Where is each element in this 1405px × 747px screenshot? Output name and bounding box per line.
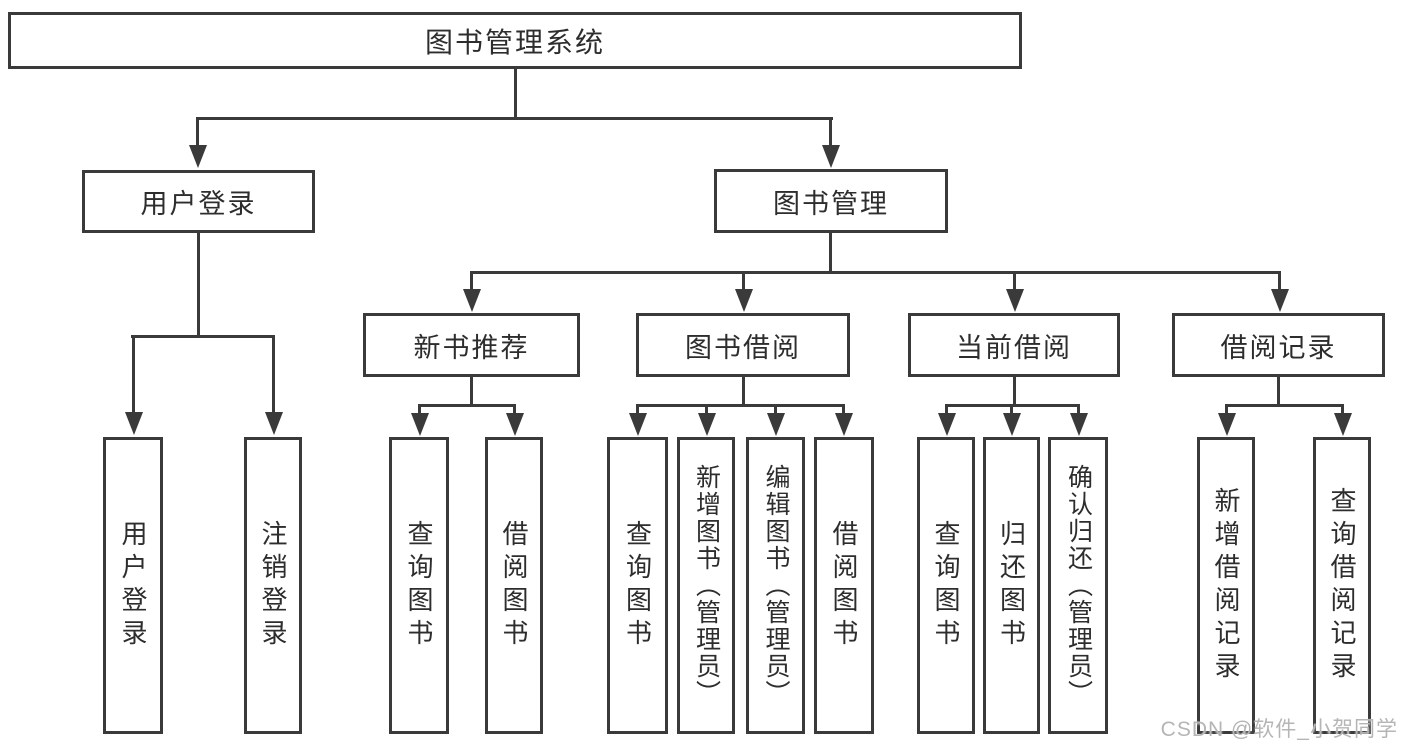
leaf-records-add: 新增借阅记录 (1197, 437, 1255, 734)
node-root: 图书管理系统 (8, 12, 1022, 69)
arrow-down-icon (1225, 404, 1228, 414)
arrow-down-icon (636, 404, 639, 414)
leaf-logout: 注销登录 (244, 437, 302, 734)
leaf-current-confirm-admin: 确认归还（管理员） (1048, 437, 1108, 734)
leaf-current-return: 归还图书 (983, 437, 1040, 734)
connector-line (1277, 376, 1280, 407)
node-label: 用户登录 (118, 519, 148, 652)
leaf-borrow-query: 查询图书 (607, 437, 668, 734)
connector-line (514, 66, 517, 120)
connector-line (470, 376, 473, 407)
node-label: 新增图书（管理员） (692, 464, 721, 707)
leaf-borrow-edit-admin: 编辑图书（管理员） (746, 437, 805, 734)
node-label: 借阅记录 (1220, 332, 1337, 363)
arrow-down-icon (272, 335, 275, 413)
arrow-down-icon (132, 335, 135, 413)
arrow-down-icon (196, 117, 199, 146)
node-label: 当前借阅 (956, 332, 1072, 363)
node-label: 用户登录 (140, 189, 257, 219)
arrow-down-icon (1013, 271, 1016, 290)
leaf-newbooks-query: 查询图书 (389, 437, 449, 734)
leaf-current-query: 查询图书 (917, 437, 975, 734)
arrow-down-icon (705, 404, 708, 414)
connector-line (829, 231, 832, 274)
arrow-down-icon (842, 404, 845, 414)
leaf-newbooks-borrow: 借阅图书 (485, 437, 543, 734)
node-book-management: 图书管理 (714, 169, 948, 233)
arrow-down-icon (1077, 404, 1080, 414)
arrow-down-icon (1278, 271, 1281, 290)
node-label: 图书借阅 (685, 332, 801, 363)
arrow-down-icon (829, 117, 832, 146)
connector-line (418, 404, 516, 407)
node-book-borrow: 图书借阅 (636, 313, 850, 377)
leaf-user-login: 用户登录 (103, 437, 163, 734)
node-label: 确认归还（管理员） (1064, 464, 1093, 707)
node-label: 注销登录 (258, 519, 288, 652)
node-label: 借阅图书 (829, 519, 859, 652)
leaf-borrow-borrow: 借阅图书 (814, 437, 874, 734)
csdn-watermark: CSDN @软件_小贺同学 (1160, 718, 1398, 741)
arrow-down-icon (418, 404, 421, 414)
leaf-records-query: 查询借阅记录 (1313, 437, 1371, 734)
node-label: 图书管理 (773, 188, 889, 219)
node-label: 查询借阅记录 (1327, 486, 1357, 685)
node-borrow-records: 借阅记录 (1172, 313, 1385, 377)
connector-line (1225, 404, 1344, 407)
arrow-down-icon (513, 404, 516, 414)
node-label: 查询图书 (931, 519, 961, 652)
connector-line (197, 117, 833, 120)
arrow-down-icon (1341, 404, 1344, 414)
node-label: 借阅图书 (499, 519, 529, 652)
arrow-down-icon (1010, 404, 1013, 414)
node-label: 归还图书 (996, 519, 1027, 652)
connector-line (131, 335, 275, 338)
arrow-down-icon (945, 404, 948, 414)
connector-line (470, 271, 1281, 274)
connector-line (636, 404, 844, 407)
leaf-borrow-add-admin: 新增图书（管理员） (677, 437, 735, 734)
connector-line (197, 231, 200, 337)
node-label: 编辑图书（管理员） (762, 464, 790, 707)
node-new-book-recommend: 新书推荐 (363, 313, 580, 377)
node-label: 新增借阅记录 (1211, 486, 1241, 685)
node-label: 查询图书 (622, 519, 653, 652)
node-label: 新书推荐 (413, 332, 530, 363)
arrow-down-icon (742, 271, 745, 290)
connector-line (1013, 376, 1016, 407)
node-current-borrow: 当前借阅 (908, 313, 1120, 377)
node-label: 图书管理系统 (424, 26, 605, 58)
arrow-down-icon (470, 271, 473, 290)
node-label: 查询图书 (404, 519, 434, 652)
connector-line (742, 376, 745, 407)
arrow-down-icon (774, 404, 777, 414)
node-user-login: 用户登录 (82, 170, 315, 233)
